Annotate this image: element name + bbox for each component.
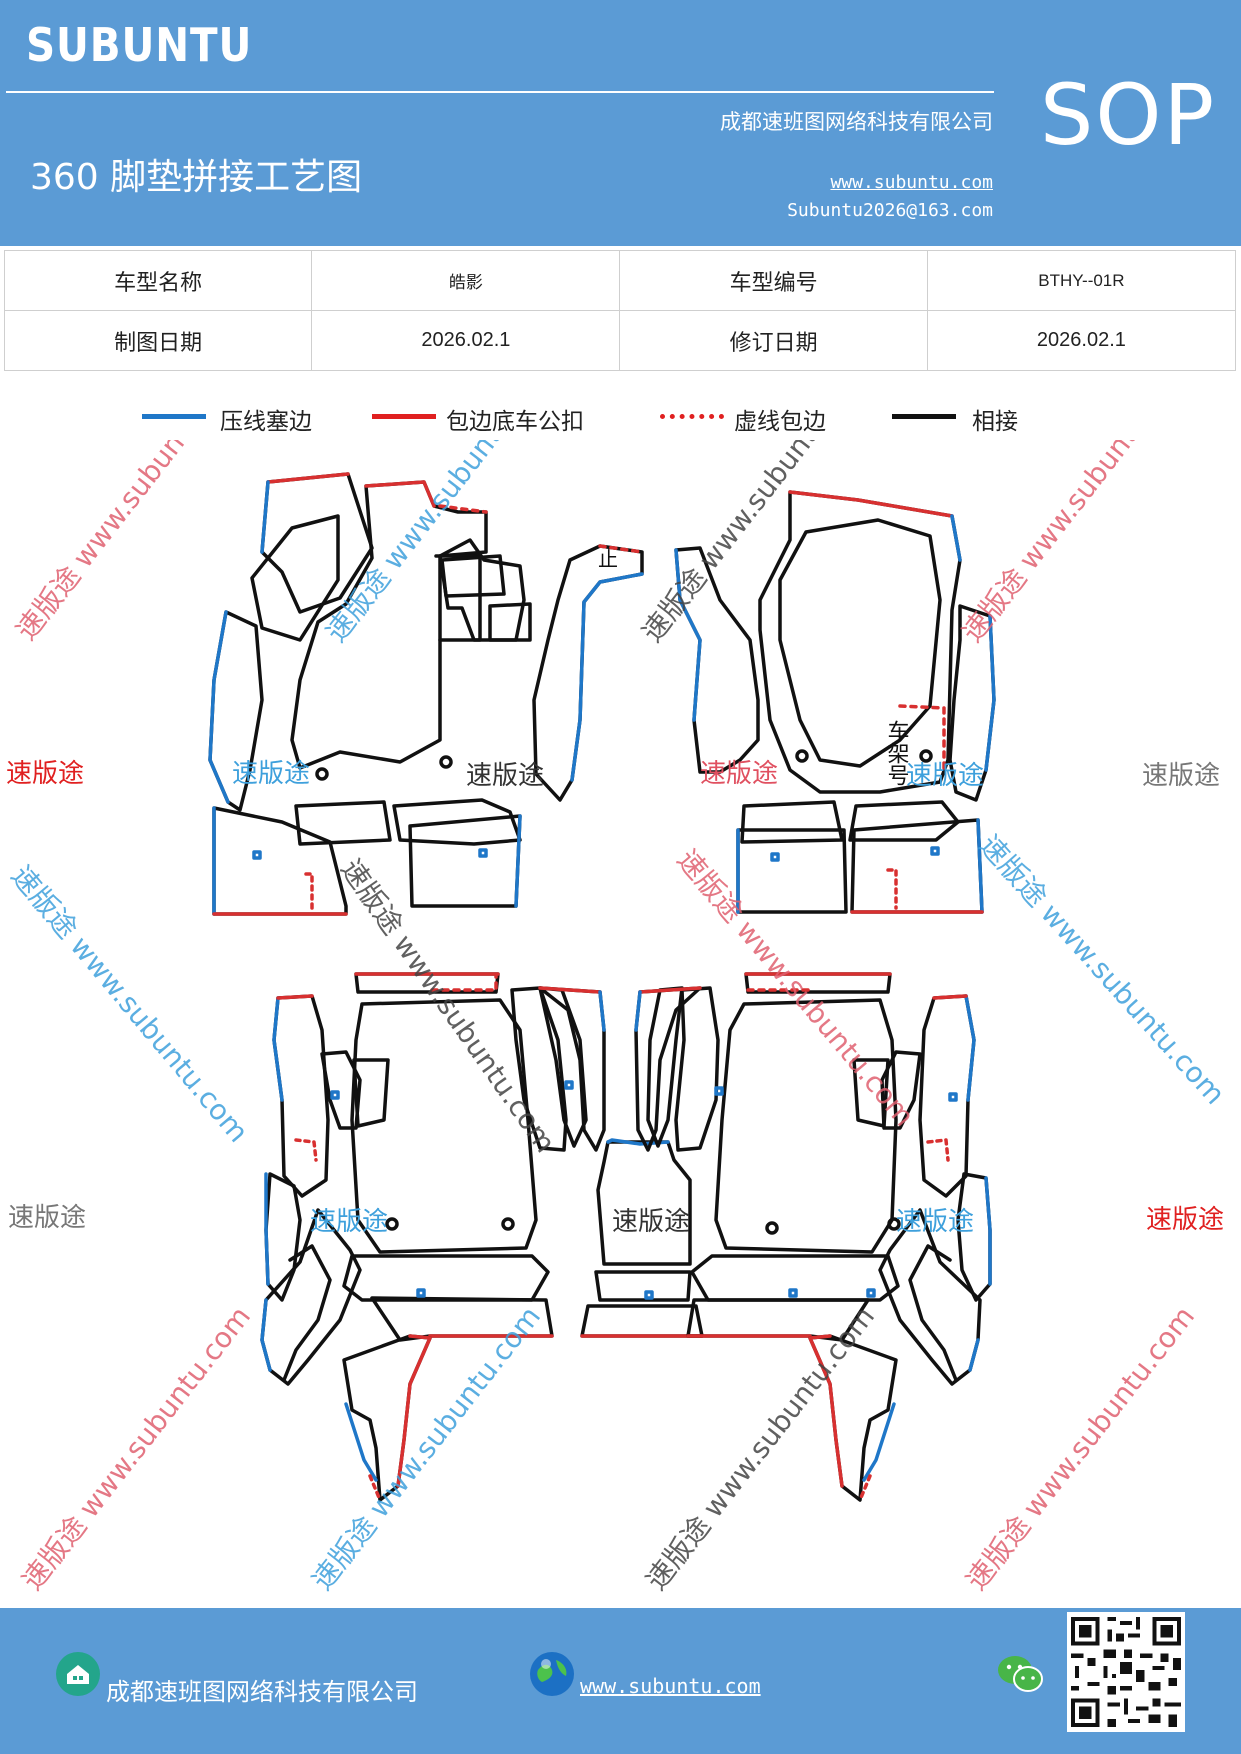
rear-right-mat xyxy=(634,972,992,1502)
page-title: 360 脚垫拼接工艺图 xyxy=(30,157,363,198)
watermark-stamp: 速版途 xyxy=(8,1203,86,1233)
legend-label-seam: 压线塞边 xyxy=(220,409,312,435)
revise-date-label: 修订日期 xyxy=(619,310,928,371)
watermark-diagonal: www.subuntu.com xyxy=(64,930,255,1149)
legend-label-edge: 包边底车公扣 xyxy=(446,409,584,435)
floor-mat-diagram: 车架号 止 速版途 速版途 速版途 速版途 速版途 速版途 速版途 速版途 速版… xyxy=(5,440,1232,1597)
wechat-icon[interactable] xyxy=(996,1652,1044,1696)
legend-swatch-dotted xyxy=(660,414,724,419)
watermark-stamp: 速版途 xyxy=(906,761,984,791)
brand-logo-text: SUBUNTU xyxy=(26,18,253,72)
legend-swatch-edge xyxy=(372,414,436,419)
frame-number-label: 车架号 xyxy=(884,720,910,786)
legend-swatch-join xyxy=(892,414,956,419)
watermark-stamp: 速版途 xyxy=(310,1207,388,1237)
legend: 压线塞边 包边底车公扣 虚线包边 相接 xyxy=(0,400,1241,440)
watermark-diagonal: www.subuntu.com xyxy=(72,1300,257,1524)
watermark-diagonal: 速版途 xyxy=(5,859,84,945)
watermark-diagonal: www.subuntu.com xyxy=(66,440,251,574)
draw-date-value: 2026.02.1 xyxy=(311,310,621,371)
watermark-diagonal: www.subuntu.com xyxy=(696,1300,881,1524)
watermark-diagonal: 速版途 xyxy=(973,829,1054,914)
watermark-diagonal: 速版途 xyxy=(334,853,409,941)
watermark-diagonal: www.subuntu.com xyxy=(1034,897,1231,1111)
table-row: 车型名称 皓影 车型编号 BTHY--01R xyxy=(3,250,1237,311)
model-code-label: 车型编号 xyxy=(619,250,928,311)
watermark-diagonal: 速版途 xyxy=(306,1510,384,1597)
watermark-diagonal: www.subuntu.com xyxy=(692,440,877,576)
watermark-diagonal: 速版途 xyxy=(320,562,398,649)
rear-left-mat xyxy=(260,972,606,1502)
watermark-diagonal: www.subuntu.com xyxy=(1012,440,1197,576)
watermark-diagonal: 速版途 xyxy=(640,1510,718,1597)
watermark-diagonal: 速版途 xyxy=(10,560,88,647)
globe-icon xyxy=(530,1652,574,1696)
watermark-stamp: 速版途 xyxy=(6,759,84,789)
header-company: 成都速班图网络科技有限公司 xyxy=(720,110,993,134)
footer-banner: 成都速班图网络科技有限公司 www.subuntu.com xyxy=(0,1608,1241,1754)
watermark-stamp: 速版途 xyxy=(612,1207,690,1237)
watermark-diagonal: 速版途 xyxy=(960,1510,1038,1597)
sop-badge: SOP xyxy=(1040,66,1217,164)
front-right-mat xyxy=(674,490,996,914)
company-building-icon xyxy=(56,1652,100,1696)
watermark-diagonal: www.subuntu.com xyxy=(730,914,921,1133)
header-banner: SUBUNTU 成都速班图网络科技有限公司 360 脚垫拼接工艺图 www.su… xyxy=(0,0,1241,246)
watermark-stamp: 速版途 xyxy=(466,761,544,791)
model-code-value: BTHY--01R xyxy=(926,250,1237,311)
rear-middle-mat xyxy=(580,1138,704,1338)
watermark-diagonal: 速版途 xyxy=(16,1510,94,1597)
model-info-table: 车型名称 皓影 车型编号 BTHY--01R 制图日期 2026.02.1 修订… xyxy=(3,250,1237,371)
header-website-link[interactable]: www.subuntu.com xyxy=(830,172,993,193)
header-divider xyxy=(6,91,994,93)
qr-code xyxy=(1067,1612,1185,1732)
watermark-stamp: 速版途 xyxy=(232,759,310,789)
legend-label-dotted: 虚线包边 xyxy=(734,409,826,435)
watermark-stamp: 速版途 xyxy=(1142,761,1220,791)
watermark-diagonal: www.subuntu.com xyxy=(387,928,562,1158)
watermark-stamp: 速版途 xyxy=(896,1207,974,1237)
table-row: 制图日期 2026.02.1 修订日期 2026.02.1 xyxy=(3,310,1237,371)
watermark-diagonal: 速版途 xyxy=(636,562,714,649)
watermark-diagonal: www.subuntu.com xyxy=(362,1300,547,1524)
header-email: Subuntu2026@163.com xyxy=(787,200,993,221)
watermark-stamp: 速版途 xyxy=(700,759,778,789)
front-left-mat xyxy=(208,472,644,916)
watermark-stamp: 速版途 xyxy=(1146,1205,1224,1235)
footer-company: 成都速班图网络科技有限公司 xyxy=(106,1678,418,1706)
qr-code-icon xyxy=(1067,1613,1185,1731)
draw-date-label: 制图日期 xyxy=(3,310,313,371)
legend-swatch-seam xyxy=(142,414,206,419)
footer-website-link[interactable]: www.subuntu.com xyxy=(580,1674,761,1698)
watermark-diagonal: 速版途 xyxy=(956,562,1034,649)
model-name-label: 车型名称 xyxy=(3,250,313,311)
revise-date-value: 2026.02.1 xyxy=(926,310,1237,371)
legend-label-join: 相接 xyxy=(972,409,1018,435)
watermark-diagonal: www.subuntu.com xyxy=(1016,1300,1201,1524)
stop-mark: 止 xyxy=(598,547,618,571)
model-name-value: 皓影 xyxy=(311,250,621,311)
